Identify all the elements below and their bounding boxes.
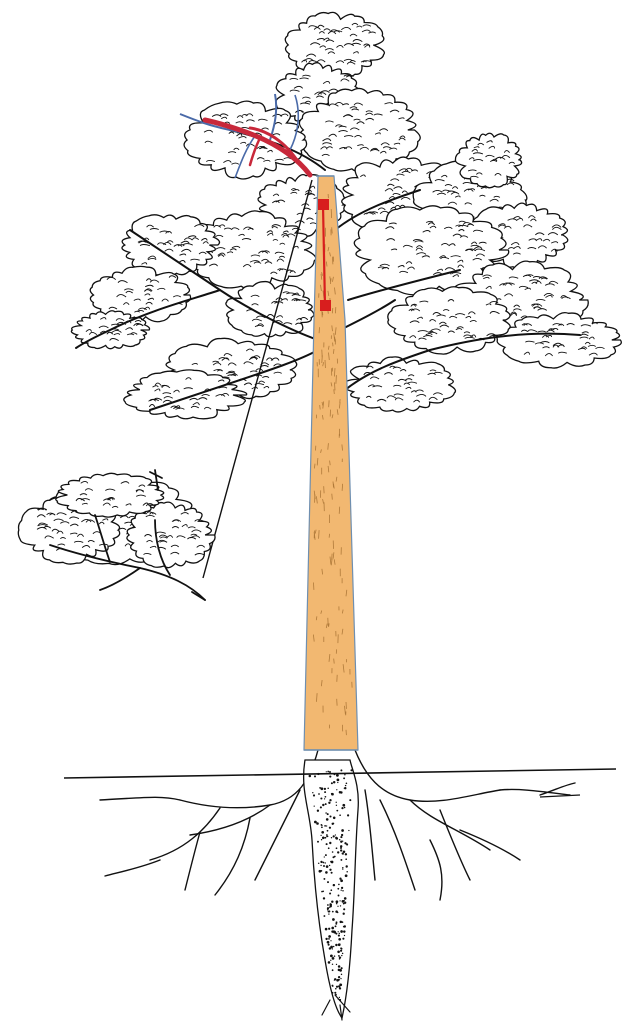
ground-line-right-dash [540, 795, 580, 797]
marker-bottom-square [320, 300, 331, 311]
foliage-cluster [497, 313, 621, 368]
foliage-cluster [285, 12, 384, 77]
foliage-cluster [388, 287, 510, 354]
foliage-cluster [226, 282, 314, 337]
foliage-cluster [184, 101, 307, 179]
detached-foliage-cluster [56, 473, 164, 517]
marker-top-square [318, 199, 329, 210]
foliage-cluster [344, 357, 455, 412]
detached-branch [18, 470, 215, 600]
taproot [304, 760, 359, 1018]
